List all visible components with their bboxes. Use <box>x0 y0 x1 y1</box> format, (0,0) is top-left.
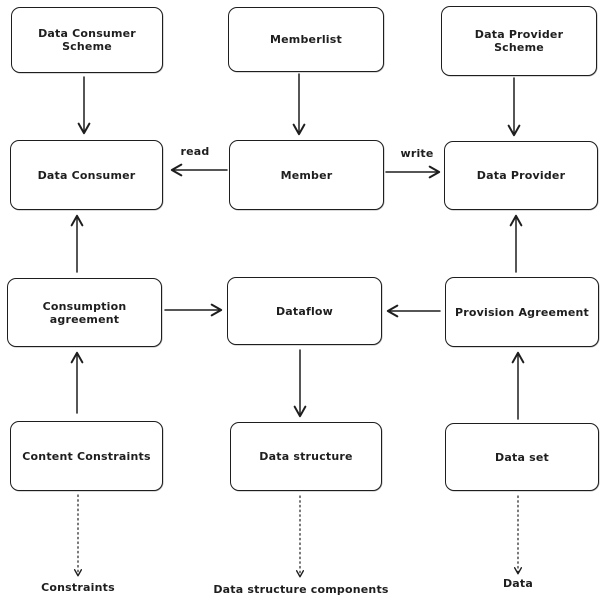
node-member: Member <box>229 140 384 210</box>
node-data-structure: Data structure <box>230 422 382 491</box>
node-data-provider: Data Provider <box>444 141 598 210</box>
node-dataflow: Dataflow <box>227 277 382 345</box>
node-data-set: Data set <box>445 423 599 491</box>
node-content-constraints: Content Constraints <box>10 421 163 491</box>
edge-label-read: read <box>180 145 210 158</box>
node-data-consumer-scheme: Data Consumer Scheme <box>11 7 163 73</box>
node-data-consumer: Data Consumer <box>10 140 163 210</box>
node-memberlist: Memberlist <box>228 7 384 72</box>
label-data: Data <box>502 577 534 590</box>
edge-label-write: write <box>400 147 434 160</box>
label-data-structure-components: Data structure components <box>213 583 389 596</box>
node-provision-agreement: Provision Agreement <box>445 277 599 347</box>
node-consumption-agreement: Consumption agreement <box>7 278 162 347</box>
node-data-provider-scheme: Data Provider Scheme <box>441 6 597 76</box>
label-constraints: Constraints <box>41 581 115 594</box>
